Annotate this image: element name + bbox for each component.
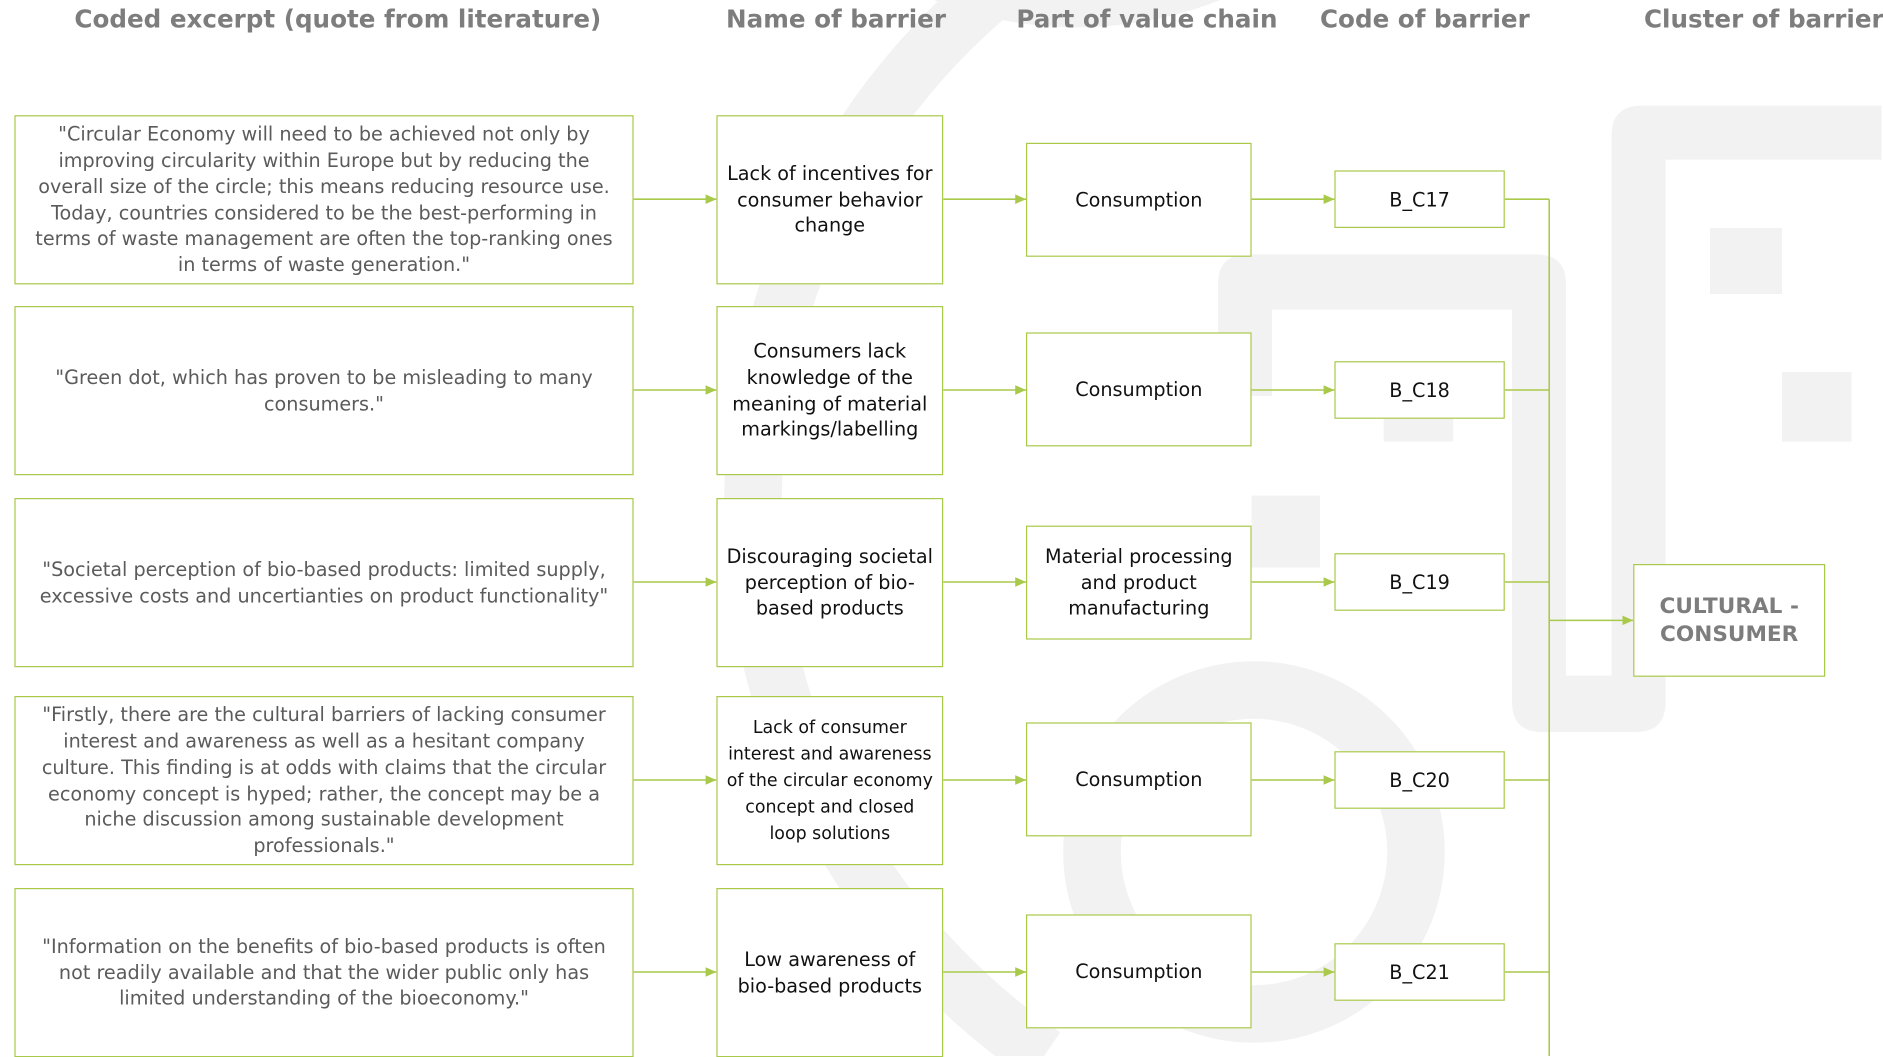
value-chain-text: Consumption [1075, 959, 1203, 983]
barrier-name-box: Consumers lack knowledge of the meaning … [716, 306, 944, 476]
barrier-name-text: Lack of consumer interest and awareness … [726, 718, 933, 844]
excerpt-box: "Circular Economy will need to be achiev… [14, 115, 634, 285]
value-chain-text: Consumption [1075, 377, 1203, 401]
value-chain-box: Consumption [1026, 332, 1252, 447]
barrier-code-box: B_C17 [1334, 170, 1505, 229]
value-chain-box: Material processing and product manufact… [1026, 525, 1252, 640]
cluster-text: CULTURAL - CONSUMER [1659, 594, 1799, 647]
value-chain-text: Consumption [1075, 187, 1203, 211]
header-cluster-of-barrier: Cluster of barrier [1644, 4, 1883, 34]
value-chain-box: Consumption [1026, 142, 1252, 257]
barrier-name-text: Lack of incentives for consumer behavior… [727, 161, 933, 237]
header-code-of-barrier: Code of barrier [1320, 4, 1530, 34]
header-coded-excerpt: Coded excerpt (quote from literature) [74, 4, 602, 34]
excerpt-text: "Societal perception of bio-based produc… [39, 557, 609, 607]
value-chain-box: Consumption [1026, 914, 1252, 1029]
value-chain-text: Consumption [1075, 767, 1203, 791]
barrier-code-box: B_C19 [1334, 553, 1505, 611]
excerpt-box: "Green dot, which has proven to be misle… [14, 306, 634, 476]
excerpt-text: "Green dot, which has proven to be misle… [55, 365, 593, 415]
excerpt-text: "Circular Economy will need to be achiev… [35, 122, 613, 277]
header-part-of-value-chain: Part of value chain [1016, 4, 1278, 34]
barrier-name-text: Low awareness of bio-based products [737, 947, 923, 997]
excerpt-text: "Information on the benefits of bio-base… [42, 934, 606, 1010]
barrier-code-text: B_C17 [1389, 187, 1450, 211]
barrier-code-text: B_C21 [1389, 960, 1450, 984]
barrier-code-text: B_C18 [1389, 378, 1450, 402]
header-name-of-barrier: Name of barrier [726, 4, 946, 34]
barrier-code-box: B_C18 [1334, 361, 1505, 419]
excerpt-box: "Societal perception of bio-based produc… [14, 498, 634, 668]
excerpt-box: "Information on the benefits of bio-base… [14, 888, 634, 1057]
value-chain-box: Consumption [1026, 722, 1252, 837]
barrier-code-text: B_C19 [1389, 570, 1450, 594]
barrier-code-box: B_C21 [1334, 943, 1505, 1001]
barrier-code-box: B_C20 [1334, 751, 1505, 809]
barrier-name-text: Discouraging societal perception of bio-… [726, 544, 933, 620]
barrier-name-text: Consumers lack knowledge of the meaning … [732, 339, 928, 441]
barrier-name-box: Low awareness of bio-based products [716, 888, 944, 1057]
barrier-name-box: Lack of consumer interest and awareness … [716, 696, 944, 866]
barrier-name-box: Discouraging societal perception of bio-… [716, 498, 944, 668]
cluster-box: CULTURAL - CONSUMER [1633, 564, 1826, 677]
barrier-name-box: Lack of incentives for consumer behavior… [716, 115, 944, 285]
barrier-code-text: B_C20 [1389, 768, 1450, 792]
excerpt-text: "Firstly, there are the cultural barrier… [41, 703, 607, 857]
value-chain-text: Material processing and product manufact… [1045, 544, 1233, 620]
excerpt-box: "Firstly, there are the cultural barrier… [14, 696, 634, 866]
